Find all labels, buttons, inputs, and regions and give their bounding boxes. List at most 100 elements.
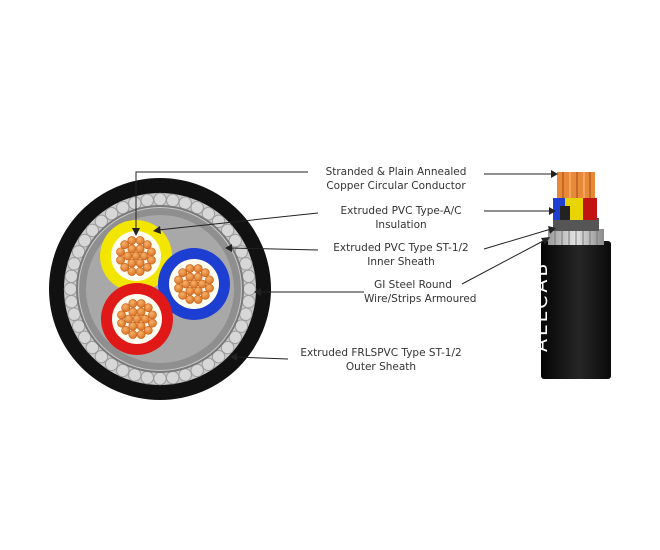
copper-strand: [148, 318, 157, 328]
armour-wire: [64, 269, 79, 283]
copper-strand: [140, 314, 150, 324]
copper-strand: [127, 258, 137, 268]
label-insulation-line2: Insulation: [375, 219, 427, 231]
copper-strand: [185, 272, 195, 282]
armour-wire: [85, 223, 100, 238]
copper-strand: [142, 262, 152, 272]
copper-strand: [205, 275, 214, 285]
armour-wire: [211, 349, 226, 364]
label-outer-sheath-line1: Extruded FRLSPVC Type ST-1/2: [300, 347, 462, 359]
armour-wire: [94, 349, 109, 364]
armour-wire: [104, 357, 119, 371]
copper-strand: [205, 283, 214, 293]
armour-wire: [153, 192, 167, 207]
armour-wire: [228, 330, 242, 345]
core-blue: [158, 248, 230, 320]
copper-strand: [116, 247, 125, 257]
copper-strand: [200, 290, 210, 300]
copper-strand: [193, 264, 203, 273]
copper-strand: [185, 295, 195, 304]
copper-strand: [148, 310, 157, 320]
armour-wire: [153, 371, 167, 386]
copper-strand: [193, 295, 203, 304]
copper-strand: [142, 240, 152, 250]
armour-ring-inner-edge: [76, 205, 244, 373]
armour-wire: [228, 233, 242, 248]
label-armour-line2: Wire/Strips Armoured: [364, 293, 477, 305]
armour-wire: [201, 357, 216, 371]
label-insulation-line1: Extruded PVC Type-A/C: [340, 205, 462, 217]
label-insulation: Extruded PVC Type-A/C Insulation: [318, 204, 484, 232]
copper-strand: [135, 236, 145, 245]
armour-wire: [78, 330, 92, 345]
copper-strand: [127, 236, 137, 245]
copper-strand: [117, 310, 126, 320]
label-inner-sheath-line1: Extruded PVC Type ST-1/2: [333, 242, 469, 254]
armour-wires: [63, 192, 257, 386]
copper-strand: [174, 275, 183, 285]
copper-strand: [120, 262, 130, 272]
armour-wire: [178, 368, 192, 382]
copper-strand: [178, 290, 188, 300]
copper-strand: [132, 314, 142, 324]
copper-strand: [200, 268, 210, 278]
label-conductor: Stranded & Plain Annealed Copper Circula…: [308, 165, 484, 193]
label-inner-sheath: Extruded PVC Type ST-1/2 Inner Sheath: [318, 241, 484, 269]
copper-strand: [185, 264, 195, 273]
copper-strand: [124, 314, 134, 324]
armour-wire: [239, 257, 253, 271]
copper-strand: [121, 303, 131, 313]
copper-strand: [128, 321, 138, 331]
copper-strand: [136, 321, 146, 331]
copper-strand: [181, 279, 191, 289]
outer-sheath-side: [541, 241, 611, 379]
label-conductor-line2: Copper Circular Conductor: [326, 180, 466, 192]
armour-wire: [166, 193, 180, 208]
copper-strand: [147, 255, 156, 265]
armour-wire: [64, 295, 79, 309]
copper-strand: [121, 325, 131, 335]
armour-wire: [128, 368, 142, 382]
armour-wire: [241, 269, 256, 283]
core-red: [101, 283, 173, 355]
label-conductor-line1: Stranded & Plain Annealed: [325, 166, 467, 178]
copper-strand: [193, 286, 203, 296]
copper-strand: [143, 325, 153, 335]
copper-strand: [136, 307, 146, 317]
copper-strands-blue: [174, 264, 214, 304]
core-yellow: [100, 220, 172, 292]
copper-strand: [139, 251, 149, 261]
copper-strand: [117, 318, 126, 328]
insulation-red-side: [583, 198, 597, 220]
copper-strand: [135, 267, 145, 276]
copper-strand: [147, 247, 156, 257]
copper-strand: [127, 244, 137, 254]
copper-strand: [131, 251, 141, 261]
copper-strand: [123, 251, 133, 261]
cable-cross-section: [49, 178, 271, 400]
copper-strands-red: [117, 299, 157, 339]
armour-wire: [78, 233, 92, 248]
armour-wire: [239, 307, 253, 321]
copper-strand: [189, 279, 199, 289]
copper-strand: [193, 272, 203, 282]
copper-strand: [136, 330, 146, 339]
copper-strand: [120, 240, 130, 250]
brand-logo-text: ALLCAB: [530, 260, 552, 352]
armour-wire: [67, 257, 81, 271]
copper-strand: [128, 299, 138, 308]
armour-wire: [211, 214, 226, 229]
armour-wire: [220, 340, 235, 355]
inner-sheath-side: [553, 218, 599, 231]
armour-wire: [140, 370, 154, 385]
copper-strand: [143, 303, 153, 313]
copper-strand: [136, 299, 146, 308]
insulation-dark-side: [560, 206, 570, 220]
leader-lines: [132, 170, 558, 361]
label-armour: GI Steel Round Wire/Strips Armoured: [364, 278, 477, 306]
armour-wire: [85, 340, 100, 355]
armour-wire: [241, 295, 256, 309]
copper-strand: [135, 258, 145, 268]
copper-strand: [197, 279, 207, 289]
